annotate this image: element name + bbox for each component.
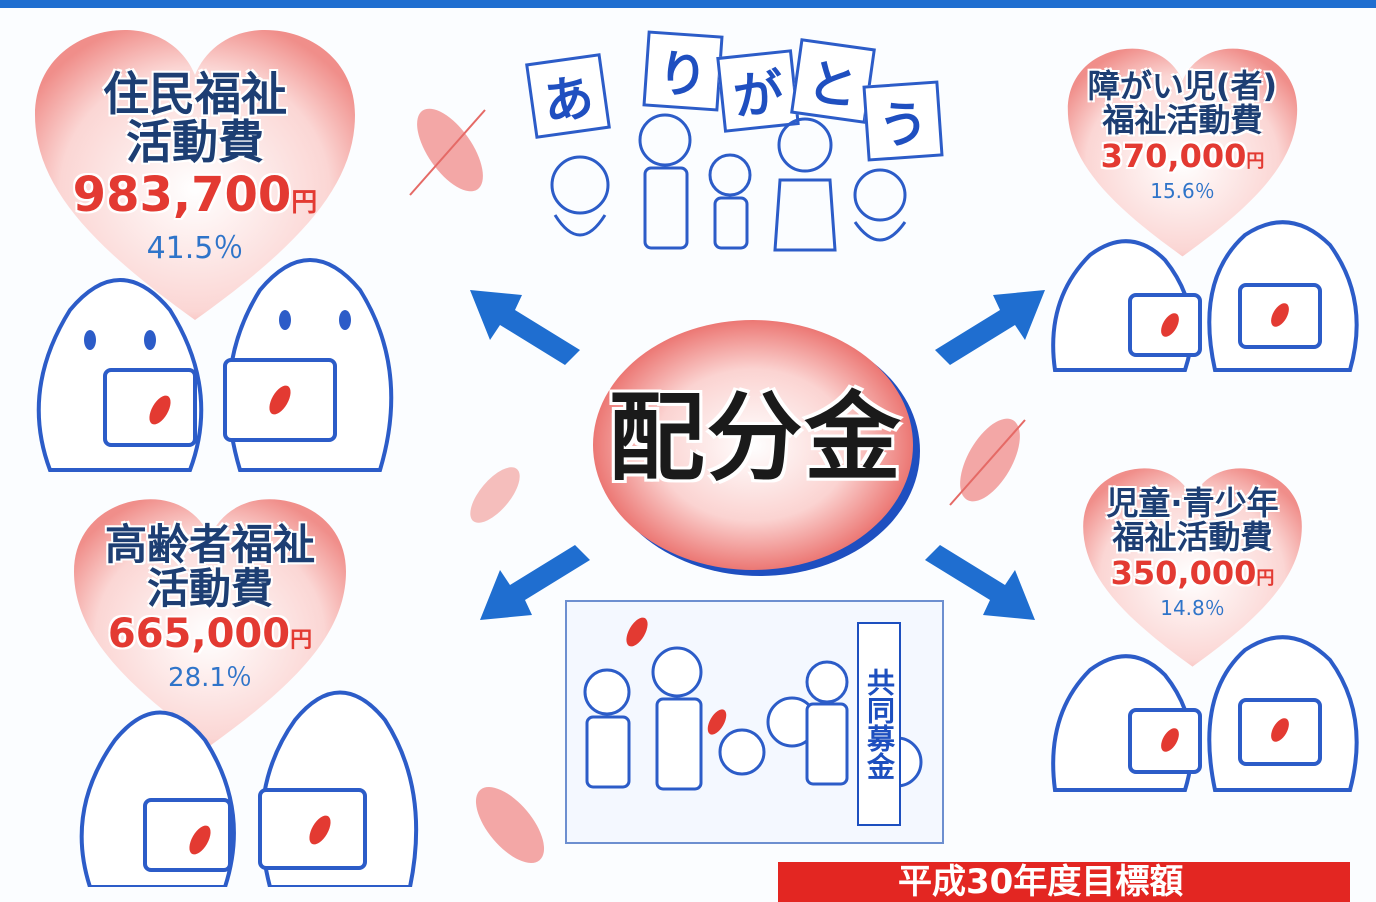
heart-icon	[35, 30, 355, 320]
red-feather-icon	[470, 467, 520, 523]
mascot-icon	[1051, 220, 1359, 372]
category-title: 福祉活動費	[1102, 100, 1263, 139]
arrow-icon	[480, 545, 590, 620]
category-title: 高齢者福祉	[104, 520, 315, 569]
category-title: 活動費	[126, 115, 264, 170]
category-title: 児童·青少年	[1106, 484, 1279, 522]
category-title: 福祉活動費	[1112, 517, 1273, 556]
category-card-youth: 児童·青少年 福祉活動費 350,000円 14.8％	[1075, 465, 1310, 670]
heart-icon	[1067, 48, 1298, 257]
bottom-banner: 平成30年度目標額	[778, 862, 1350, 902]
heart-icon	[74, 499, 346, 746]
crowd-illustration	[583, 617, 923, 791]
red-feather-icon	[475, 787, 545, 863]
red-feather-icon	[409, 108, 486, 196]
category-title: 活動費	[146, 564, 273, 614]
category-title: 障がい児(者)	[1087, 67, 1278, 105]
category-amount: 983,700	[72, 166, 292, 223]
category-percent: 28.1％	[168, 663, 252, 694]
category-amount: 665,000	[107, 611, 291, 658]
red-feather-icon	[949, 418, 1026, 506]
arrow-icon	[935, 290, 1045, 365]
category-card-disabled: 障がい児(者) 福祉活動費 370,000円 15.6％	[1060, 45, 1305, 260]
mascot-icon	[36, 258, 394, 472]
category-card-resident: 住民福祉 活動費 983,700円 41.5％	[30, 25, 360, 325]
arrow-icon	[925, 545, 1035, 620]
category-title: 住民福祉	[103, 67, 287, 121]
category-amount: 370,000	[1100, 137, 1247, 176]
arrow-icon	[470, 290, 580, 365]
thanks-char-card: り	[642, 30, 724, 112]
category-percent: 15.6％	[1150, 179, 1215, 204]
page-title: 配分金	[608, 382, 903, 494]
mascot-icon	[1051, 635, 1359, 792]
top-border	[0, 0, 1376, 8]
yen-unit: 円	[291, 187, 318, 218]
category-card-elderly: 高齢者福祉 活動費 665,000円 28.1％	[60, 495, 360, 750]
yen-unit: 円	[1256, 568, 1275, 590]
category-amount: 350,000	[1110, 554, 1257, 593]
category-percent: 41.5％	[146, 230, 244, 266]
fund-banner: 共同募金	[857, 622, 901, 826]
yen-unit: 円	[1246, 151, 1265, 173]
mascot-icon	[79, 690, 419, 887]
fundraising-illustration: 共同募金	[565, 600, 944, 844]
family-illustration	[550, 113, 907, 252]
heart-icon	[1083, 468, 1302, 667]
category-percent: 14.8％	[1160, 596, 1225, 621]
center-oval	[593, 320, 920, 576]
yen-unit: 円	[290, 628, 313, 654]
